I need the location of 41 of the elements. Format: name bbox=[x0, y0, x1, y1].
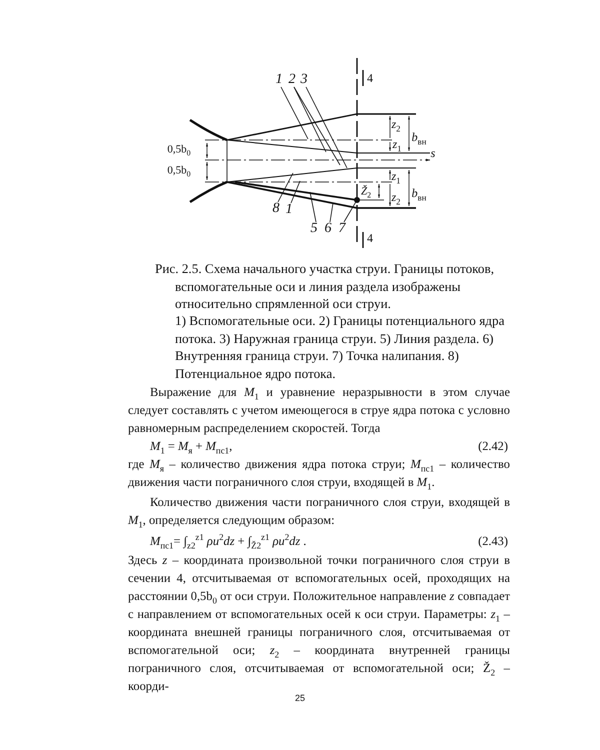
leader-line bbox=[294, 86, 340, 166]
page-number: 25 bbox=[294, 693, 306, 703]
dimension-label: b$_{вн}$ bbox=[412, 187, 426, 199]
callout-number: 7 bbox=[337, 222, 347, 236]
leader-line bbox=[294, 86, 326, 152]
callout-number: 5 bbox=[309, 222, 319, 236]
dimension-label: z$_{2}$ bbox=[392, 191, 400, 203]
leader-line bbox=[330, 202, 334, 222]
equation: M$_{пс1}$= ∫$_{z2}$$^{z1}$ ρu$^{2}$dz + ∫$_{Ž2}$$^{z1}$ ρu$^{2}$dz . bbox=[150, 532, 306, 550]
callout-number: 6 bbox=[323, 222, 333, 236]
dimension-label: z$_{1}$ bbox=[392, 138, 402, 150]
dimension-label: Ž$_{2}$ bbox=[360, 186, 372, 198]
dimension-label: z$_{2}$ bbox=[392, 118, 400, 130]
callout-number: 8 bbox=[271, 202, 281, 216]
callout-number: 1 bbox=[274, 73, 284, 87]
section-number: 4 bbox=[367, 232, 373, 244]
dimension-label: 0,5b$_{0}$ bbox=[167, 144, 191, 156]
paragraph: Количество движения части пограничного слоя струи, входящей в M$_{1}$, определяется следующим образом: bbox=[128, 494, 510, 529]
figure-key-text: 1) Вспомогательные оси. 2) Границы потенциального ядра потока. 3) Наружная граница струи. 5) Линия раздела. 6) Внутренняя граница струи. 7) Точка налипания. 8) Потенциальное ядро потока. bbox=[175, 312, 506, 382]
paragraph: Здесь z – координата произвольной точки пограничного слоя струи в сечении 4, отсчитываемая от вспомогательных осей, проходящих на расстоянии 0,5b$_{0}$ от оси струи. Положительное направление z совпадает с направлением от вспомогательных осей к оси струи. Параметры: z$_{1}$ – координата внешней границы пограничного слоя, отсчитываемая от вспомогательной оси; z$_{2}$ – координата внутренней границы пограничного слоя, отсчитываемая от вспомогательной оси; Ž$_{2}$ – коорди- bbox=[128, 552, 510, 694]
leader-line bbox=[344, 202, 356, 222]
leader-line bbox=[280, 86, 308, 140]
dimension-label: 0,5b$_{0}$ bbox=[167, 166, 191, 176]
equation-number: (2.42) bbox=[478, 438, 508, 455]
equation-number: (2.43) bbox=[478, 533, 508, 550]
section-number: 4 bbox=[367, 72, 373, 84]
equation: M$_{1}$ = M$_{я}$ + M$_{пс1}$, bbox=[150, 438, 232, 455]
dimension-label: z$_{1}$ bbox=[392, 170, 400, 182]
figure-caption: Рис. 2.5. Схема начального участка струи. Границы потоков, вспомогательные оси и линия раздела изображены относительно спрямленной оси струи. bbox=[155, 260, 496, 312]
paragraph: Выражение для M$_{1}$ и уравнение неразрывности в этом случае следует составлять с учетом имеющегося в струе ядра потока с условно равномерным распределением скоростей. Тогда bbox=[128, 384, 510, 437]
leader-line bbox=[278, 172, 294, 202]
leader-line bbox=[310, 192, 316, 222]
dimension-label: b$_{вн}$ bbox=[412, 131, 426, 143]
attachment-point bbox=[354, 197, 360, 203]
paragraph: где M$_{я}$ – количество движения ядра потока струи; M$_{пс1}$ – количество движения части пограничного слоя струи, входящей в M$_{1}$. bbox=[128, 456, 510, 491]
callout-number: 1 bbox=[284, 203, 294, 217]
dimension-label: s bbox=[430, 147, 436, 159]
leader-line bbox=[290, 180, 300, 204]
callout-number: 2 bbox=[287, 73, 297, 87]
leader-line bbox=[306, 86, 348, 168]
callout-number: 3 bbox=[299, 73, 309, 87]
